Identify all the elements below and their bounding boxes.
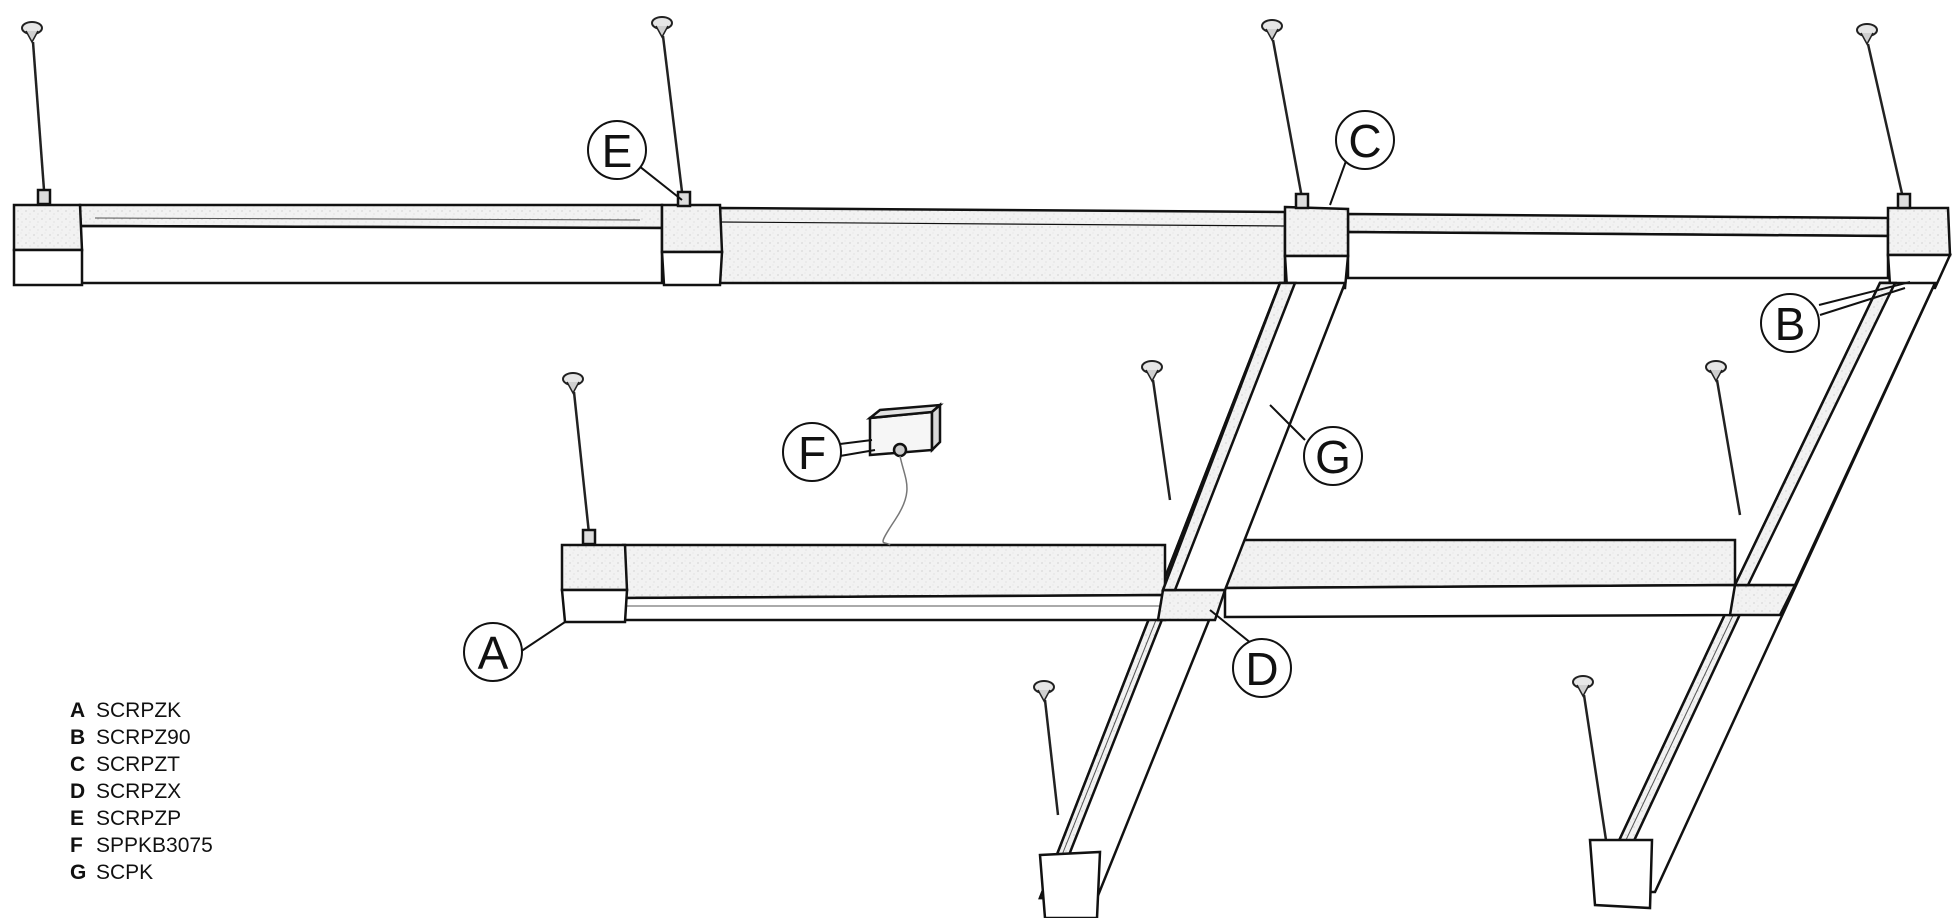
callout-circle-c xyxy=(1335,110,1395,170)
corner-connector-b xyxy=(1886,192,1952,290)
cable xyxy=(1715,379,1742,516)
callout-labels: A B C D E F G xyxy=(478,115,1806,695)
leader-g xyxy=(1269,404,1306,441)
legend-letter: B xyxy=(70,726,86,749)
callout-circle-f xyxy=(782,422,842,482)
cross-connector-d xyxy=(1156,588,1227,622)
cable xyxy=(572,391,592,544)
legend-letter: G xyxy=(70,861,87,884)
canopy-icon xyxy=(1141,360,1163,382)
callout-circle-d xyxy=(1232,638,1292,698)
end-cap-connector xyxy=(12,188,84,287)
middle-connectors xyxy=(560,528,1798,624)
callout-circle-e xyxy=(587,120,647,180)
leader-b xyxy=(1818,281,1911,306)
legend-row: A SCRPZK xyxy=(70,697,213,724)
top-connectors xyxy=(12,188,1952,290)
legend-row: B SCRPZ90 xyxy=(70,724,213,751)
legend-code: SPPKB3075 xyxy=(96,834,213,857)
t-connector-c xyxy=(1283,192,1350,290)
legend-code: SCRPZP xyxy=(96,807,182,830)
power-supply-box xyxy=(865,402,944,546)
straight-connector-e xyxy=(660,190,724,287)
canopy-icon xyxy=(1705,360,1727,382)
legend-row: E SCRPZP xyxy=(70,805,213,832)
legend-code: SCRPZX xyxy=(96,780,182,803)
legend-row: C SCRPZT xyxy=(70,751,213,778)
leader-b2 xyxy=(1819,287,1906,316)
suspension-cables xyxy=(31,35,1905,841)
canopy-icon xyxy=(1261,19,1283,41)
legend-letter: E xyxy=(70,807,85,830)
legend-code: SCRPZK xyxy=(96,699,182,722)
legend-code: SCRPZT xyxy=(96,753,180,776)
legend-letter: F xyxy=(70,834,83,857)
cable xyxy=(1866,43,1905,199)
cable xyxy=(1151,379,1172,501)
callout-circle-b xyxy=(1760,293,1820,353)
cable xyxy=(1043,699,1060,816)
legend-code: SCPK xyxy=(96,861,154,884)
callout-label-c: C xyxy=(1348,115,1381,167)
callout-circle-g xyxy=(1303,426,1363,486)
leader-a xyxy=(519,621,566,653)
diagonal-profile-upper xyxy=(1161,281,1937,592)
callout-label-g: G xyxy=(1315,431,1351,483)
cable xyxy=(1582,694,1608,841)
leader-f2 xyxy=(839,449,876,457)
callout-label-e: E xyxy=(602,125,633,177)
cable xyxy=(661,35,685,201)
canopy-icon xyxy=(21,21,43,43)
legend-letter: A xyxy=(70,699,86,722)
end-cap-connector-a xyxy=(560,528,629,624)
callout-circle-a xyxy=(463,622,523,682)
legend-row: D SCRPZX xyxy=(70,778,213,805)
parts-legend: A SCRPZK B SCRPZ90 C SCRPZT D SCRPZX E S… xyxy=(70,697,213,886)
legend-letter: C xyxy=(70,753,86,776)
leader-f xyxy=(839,439,873,445)
leader-e xyxy=(633,161,683,201)
canopy-icon xyxy=(1033,680,1055,702)
top-profile-run xyxy=(78,203,1890,285)
legend-row: F SPPKB3075 xyxy=(70,832,213,859)
legend-letter: D xyxy=(70,780,86,803)
cable xyxy=(1271,39,1304,199)
callout-label-f: F xyxy=(798,427,826,479)
callout-label-b: B xyxy=(1775,298,1806,350)
callout-label-a: A xyxy=(478,627,509,679)
canopy-icon xyxy=(651,16,673,38)
legend-row: G SCPK xyxy=(70,859,213,886)
cable xyxy=(31,41,46,191)
callouts xyxy=(463,110,1911,698)
callout-label-d: D xyxy=(1245,643,1278,695)
canopy-icon xyxy=(1856,23,1878,45)
canopy-icon xyxy=(562,372,584,394)
legend-code: SCRPZ90 xyxy=(96,726,191,749)
middle-profile-run xyxy=(621,538,1737,622)
canopy-icon xyxy=(1572,675,1594,697)
